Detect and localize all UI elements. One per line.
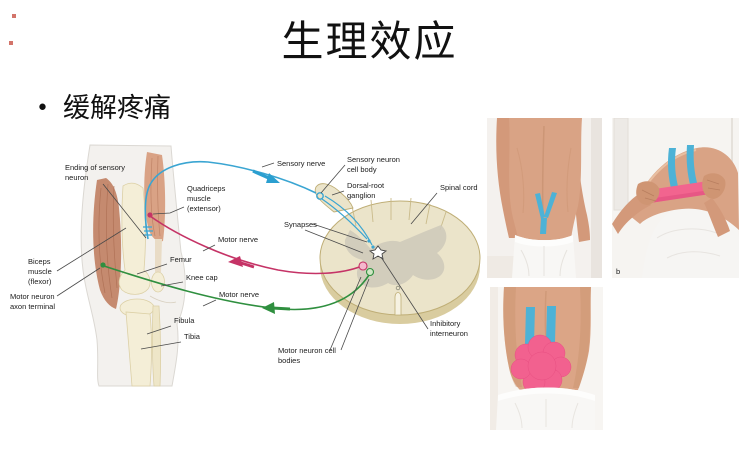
- photo-back-y-tape: [487, 118, 602, 278]
- kinesio-tape-blue-y: [535, 192, 557, 234]
- svg-text:cell body: cell body: [347, 165, 377, 174]
- sensory-nerve-path: [143, 160, 375, 249]
- svg-text:interneuron: interneuron: [430, 329, 468, 338]
- white-boxers: [512, 235, 576, 278]
- label-spinal-cord: Spinal cord: [440, 183, 478, 192]
- label-knee-cap: Knee cap: [186, 273, 218, 282]
- red-speck: [12, 14, 16, 18]
- svg-text:axon terminal: axon terminal: [10, 302, 55, 311]
- bullet-marker: •: [36, 96, 49, 121]
- red-speck: [9, 41, 13, 45]
- motor-nerve-upper-path: [147, 212, 368, 275]
- label-ending-sensory: Ending of sensory: [65, 163, 125, 172]
- label-synapses: Synapses: [284, 220, 317, 229]
- man-back-figure: [496, 118, 590, 242]
- white-pants: [496, 387, 595, 430]
- photo-mark: b: [616, 267, 620, 276]
- inhibitory-interneuron-cell: [368, 245, 388, 260]
- svg-text:ganglion: ganglion: [347, 191, 375, 200]
- label-motor-neuron-cell-bodies: Motor neuron cell: [278, 346, 336, 355]
- pink-fan-tape: [510, 334, 572, 394]
- leg-illustration: [80, 144, 186, 387]
- svg-text:neuron: neuron: [65, 173, 88, 182]
- label-motor-neuron-axon-terminal: Motor neuron: [10, 292, 55, 301]
- spinal-cord-illustration: [314, 183, 481, 324]
- label-tibia: Tibia: [184, 332, 201, 341]
- motor-nerve-lower-path: [100, 262, 375, 314]
- kinesio-tapes: [648, 145, 710, 203]
- label-motor-nerve-upper: Motor nerve: [218, 235, 258, 244]
- label-fibula: Fibula: [174, 316, 195, 325]
- label-sensory-neuron-cell-body: Sensory neuron: [347, 155, 400, 164]
- kinesio-tapes: [510, 306, 572, 394]
- photo-tape-application: b: [612, 118, 739, 278]
- label-inhibitory-interneuron: Inhibitory: [430, 319, 461, 328]
- svg-text:(flexor): (flexor): [28, 277, 52, 286]
- therapist-hands: [612, 173, 730, 237]
- reflex-arc-diagram: Ending of sensory neuron Quadriceps musc…: [10, 144, 481, 387]
- svg-text:muscle: muscle: [28, 267, 52, 276]
- label-dorsal-root-ganglion: Dorsal-root: [347, 181, 385, 190]
- bullet-item: • 缓解疼痛: [36, 86, 171, 125]
- svg-text:muscle: muscle: [187, 194, 211, 203]
- label-quadriceps: Quadriceps: [187, 184, 226, 193]
- svg-text:bodies: bodies: [278, 356, 300, 365]
- label-motor-nerve-lower: Motor nerve: [219, 290, 259, 299]
- svg-text:(extensor): (extensor): [187, 204, 221, 213]
- label-biceps: Biceps: [28, 257, 51, 266]
- diagram-labels: Ending of sensory neuron Quadriceps musc…: [10, 155, 478, 365]
- label-pointer-lines: [56, 162, 438, 351]
- slide-title: 生理效应: [281, 17, 458, 66]
- label-femur: Femur: [170, 255, 192, 264]
- bullet-text: 缓解疼痛: [62, 93, 171, 124]
- label-sensory-nerve: Sensory nerve: [277, 159, 325, 168]
- photo-back-fan-tape: [490, 287, 603, 430]
